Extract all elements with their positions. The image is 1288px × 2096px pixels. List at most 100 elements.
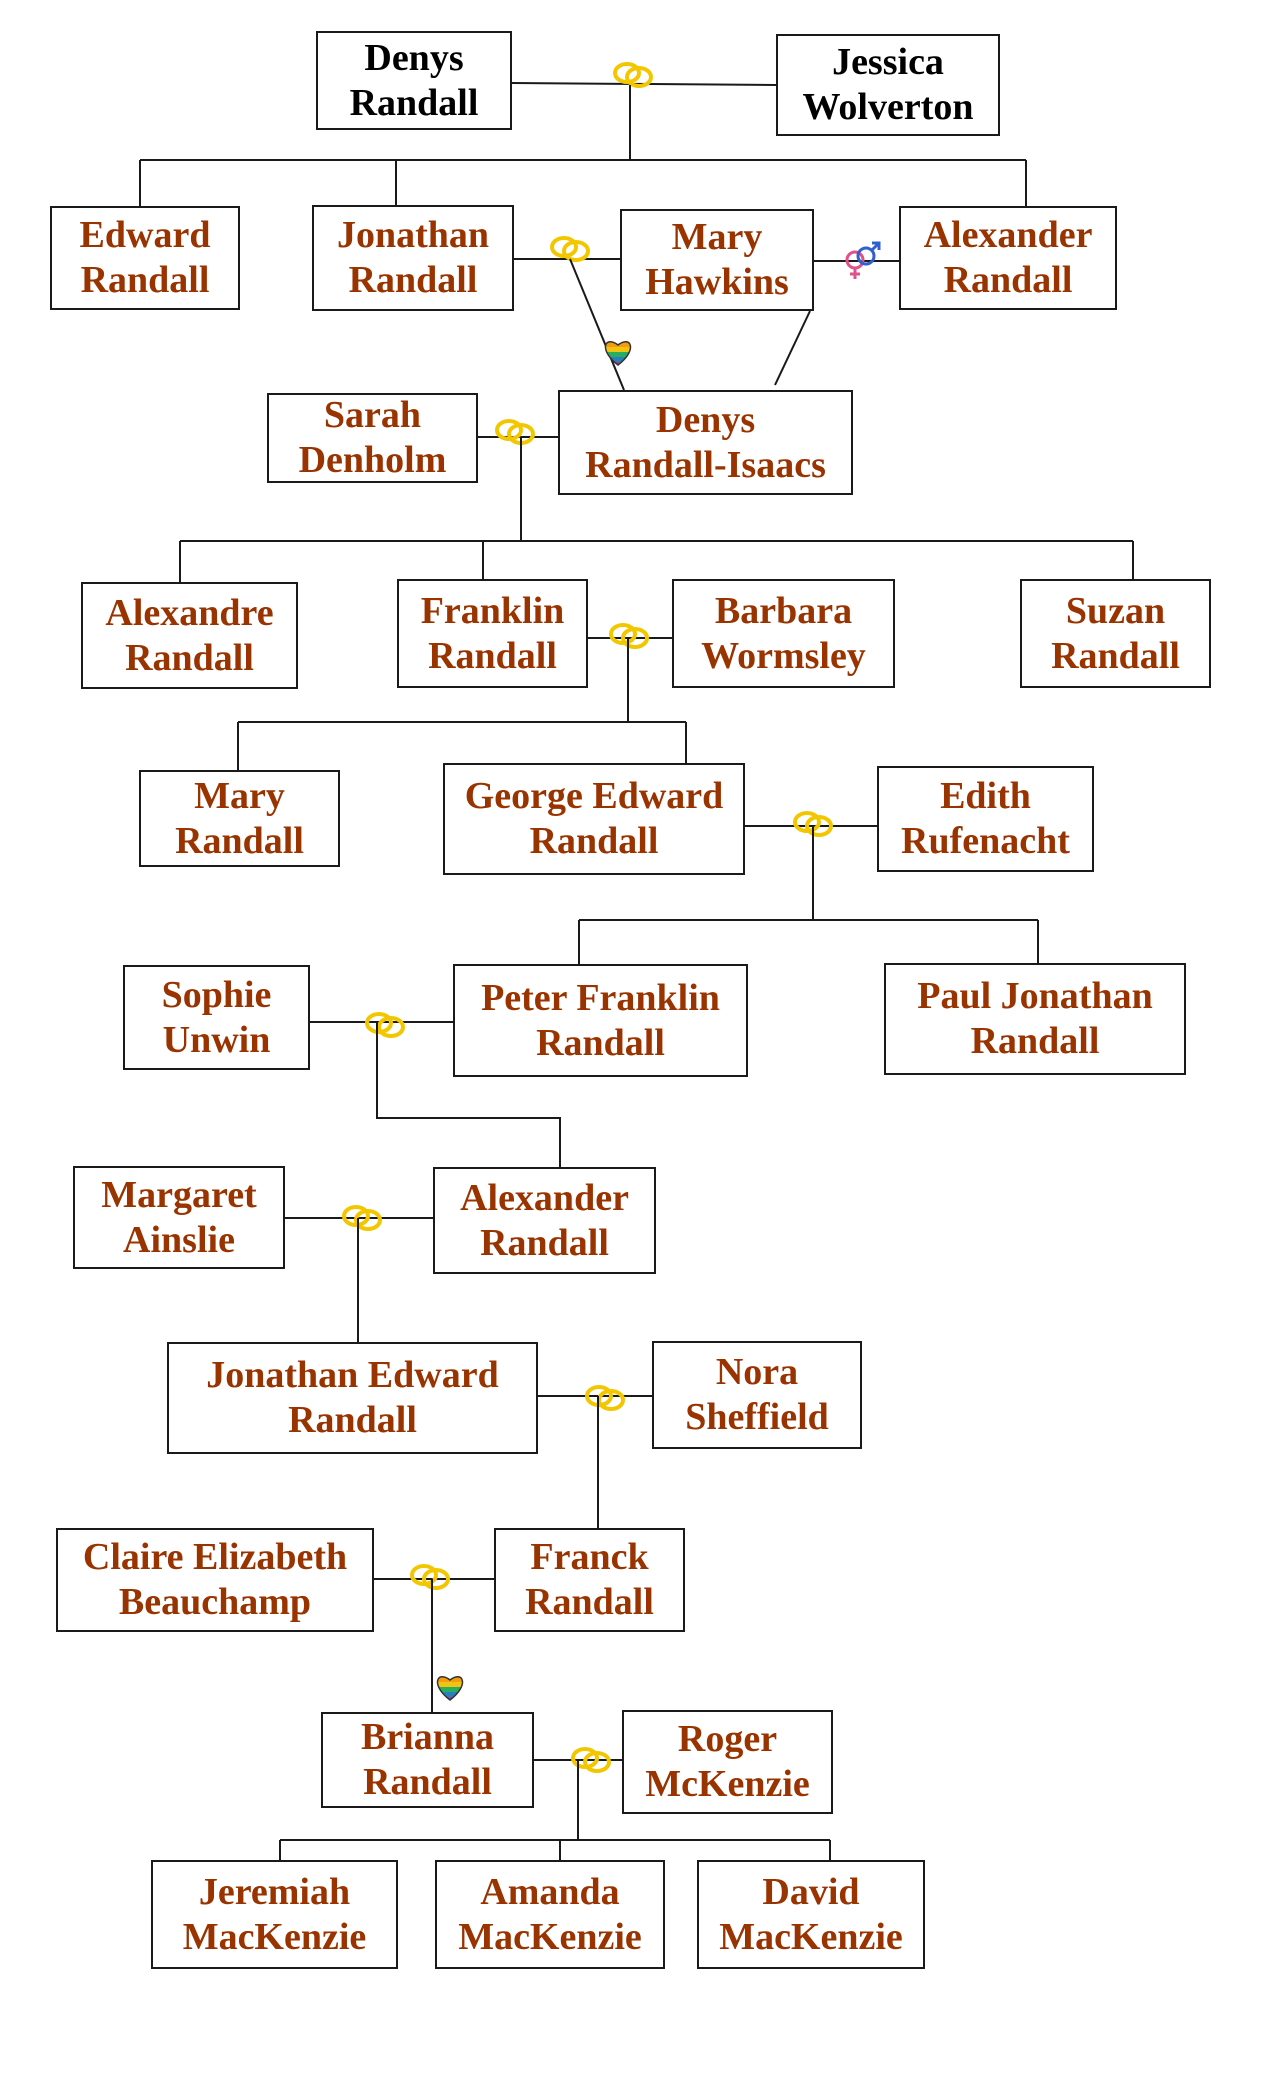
person-first-name: Paul Jonathan [917,975,1153,1017]
person-first-name: Peter Franklin [481,976,720,1019]
person-first-name: Jonathan Edward [206,1354,499,1396]
person-first-name: Denys [655,398,756,441]
wedding-rings-icon [410,1564,450,1590]
person-last-name: Randall [349,81,479,124]
person-first-name: Amanda [480,1870,620,1913]
person-first-name: Franklin [420,589,565,632]
person-first-name: Margaret [101,1173,257,1216]
person-last-name: MacKenzie [719,1915,903,1958]
person-last-name: Randall [536,1021,665,1064]
person-first-name: Denys [364,36,464,79]
person-first-name: Sarah [323,394,422,436]
person-last-name: Randall [80,259,210,301]
person-first-name: Mary [194,774,285,817]
person-first-name: Brianna [360,1716,495,1758]
gender-symbols-icon [845,241,881,279]
person-last-name: MacKenzie [458,1915,642,1958]
person-first-name: Alexandre [105,591,274,634]
person-last-name: Randall [125,636,254,679]
person-first-name: Jessica [832,41,944,83]
person-last-name: Ainslie [123,1218,235,1261]
wedding-rings-icon [613,62,653,88]
person-first-name: Barbara [714,589,853,632]
person-last-name: Hawkins [645,261,789,303]
wedding-rings-icon [495,419,535,445]
person-last-name: Randall [428,634,557,677]
person-first-name: George Edward [464,775,724,817]
connector-line [376,1022,561,1167]
person-first-name: Suzan [1065,589,1166,632]
person-first-name: Sophie [161,973,272,1016]
person-last-name: Randall [480,1221,609,1264]
person-first-name: Roger [677,1718,778,1760]
person-first-name: Alexander [923,214,1093,256]
person-last-name: Randall [525,1581,654,1623]
person-last-name: Randall [970,1020,1100,1062]
person-last-name: Randall [175,819,304,862]
wedding-rings-icon [342,1205,382,1231]
person-first-name: Alexander [460,1176,629,1219]
person-first-name: David [762,1870,860,1913]
person-last-name: Randall [363,1761,492,1803]
person-last-name: Sheffield [685,1396,829,1438]
person-first-name: Jeremiah [198,1870,351,1913]
person-last-name: Randall [943,259,1073,301]
wedding-rings-icon [365,1012,405,1038]
person-first-name: Franck [530,1536,649,1578]
person-last-name: Wolverton [802,86,974,128]
wedding-rings-icon [793,811,833,837]
person-last-name: MacKenzie [182,1915,367,1958]
person-last-name: Wormsley [701,634,866,677]
person-last-name: Rufenacht [901,820,1070,862]
person-last-name: Denholm [298,439,447,481]
person-last-name: Randall [1051,634,1180,677]
wedding-rings-icon [609,623,649,649]
connector-line [774,310,811,386]
person-last-name: Unwin [162,1018,271,1061]
wedding-rings-icon [585,1385,625,1411]
person-first-name: Edward [79,214,211,256]
person-last-name: Beauchamp [118,1581,312,1623]
person-first-name: Mary [671,216,763,258]
wedding-rings-icon [550,236,590,262]
person-last-name: McKenzie [645,1763,810,1805]
person-last-name: Randall [529,820,659,862]
person-first-name: Claire Elizabeth [82,1536,348,1578]
person-first-name: Nora [715,1351,799,1393]
connector-line [569,258,625,391]
person-last-name: Randall-Isaacs [585,443,826,486]
person-first-name: Jonathan [336,214,490,256]
person-last-name: Randall [288,1399,417,1441]
rainbow-heart-icon [604,341,632,366]
person-first-name: Edith [940,775,1031,817]
wedding-rings-icon [571,1747,611,1773]
